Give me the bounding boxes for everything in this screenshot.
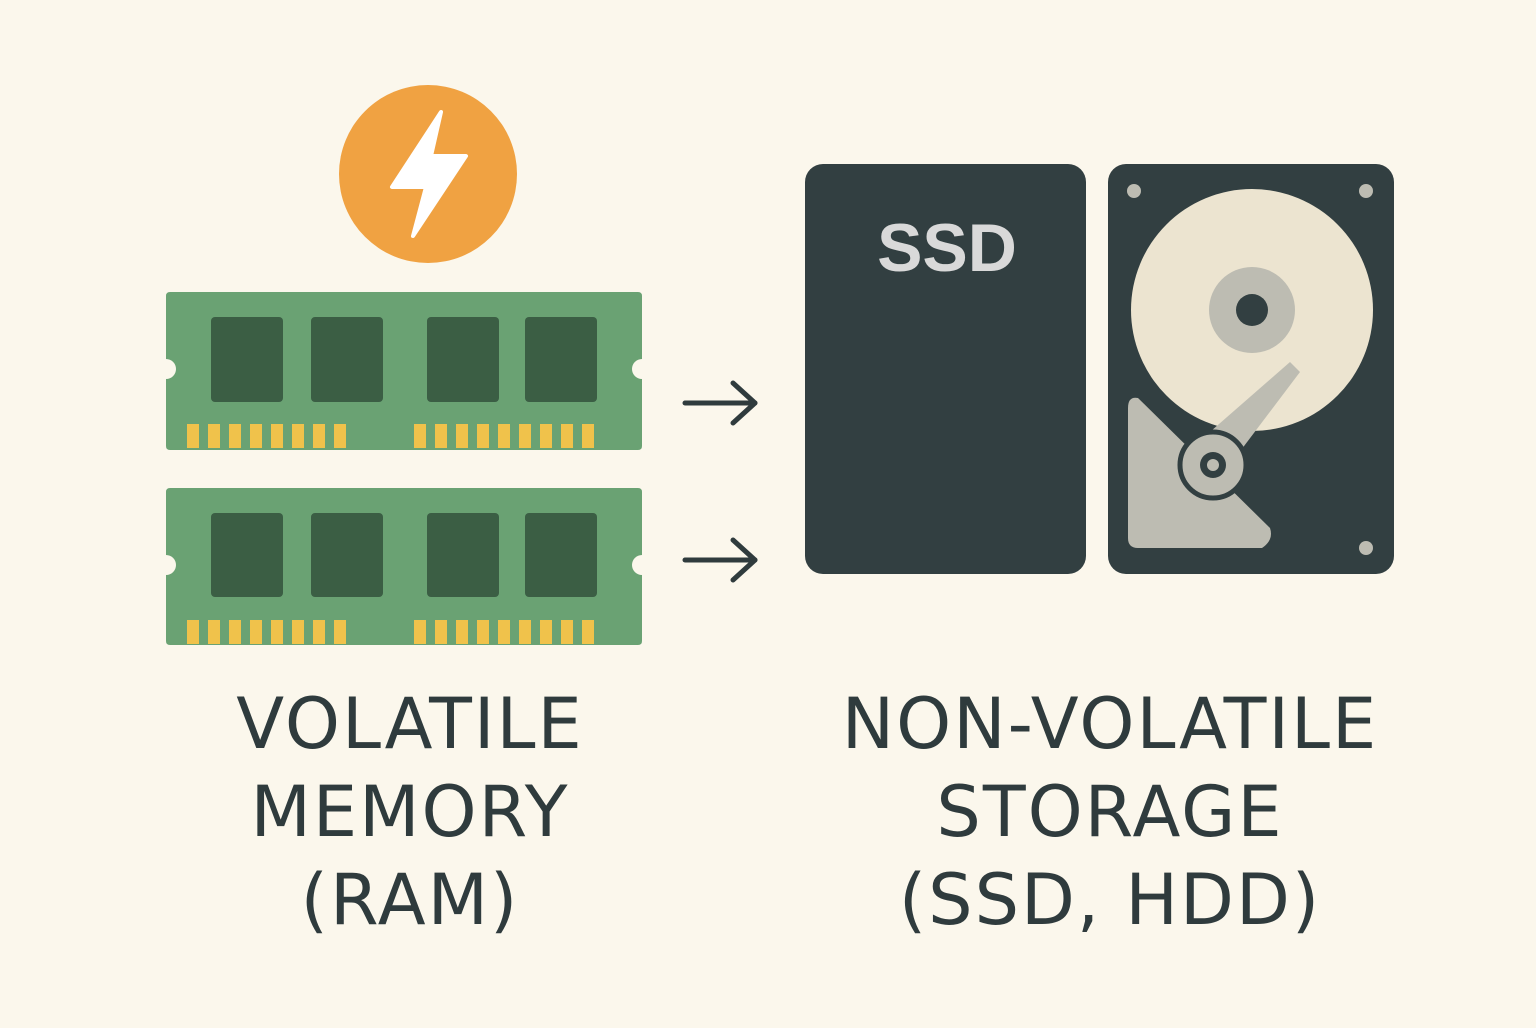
ram-contact-pin [477, 424, 489, 448]
ram-contact-pin [498, 424, 510, 448]
lightning-bolt-shape [390, 110, 468, 238]
ram-contact-pin [313, 620, 325, 644]
ssd-label: SSD [877, 210, 1017, 286]
ram-board [166, 488, 642, 645]
ram-contact-pin [271, 620, 283, 644]
ram-contact-pin [582, 424, 594, 448]
ram-contact-pin [519, 424, 531, 448]
ram-contacts [187, 620, 594, 644]
right-label-line1: NON-VOLATILE [841, 683, 1379, 765]
ssd-drive-icon: SSD [805, 164, 1086, 574]
ram-contact-pin [313, 424, 325, 448]
ram-contact-pin [435, 620, 447, 644]
ssd-body [805, 164, 1086, 574]
ram-contact-pin [456, 620, 468, 644]
ram-contact-pin [334, 424, 346, 448]
hdd-arm-pivot-dot [1207, 459, 1219, 471]
ram-chip [525, 317, 597, 402]
ram-chip [311, 317, 383, 402]
lightning-bolt-icon [339, 85, 517, 263]
ram-contact-pin [271, 424, 283, 448]
left-label-line2: MEMORY [250, 771, 570, 853]
ram-contact-pin [435, 424, 447, 448]
ram-contact-pin [414, 424, 426, 448]
hdd-spindle [1236, 294, 1268, 326]
screw-icon [1359, 541, 1373, 555]
ram-chip [211, 317, 283, 402]
right-label-line2: STORAGE [936, 771, 1284, 853]
screw-icon [1127, 184, 1141, 198]
ram-chip [211, 513, 283, 597]
ram-chip [427, 513, 499, 597]
ram-contact-pin [498, 620, 510, 644]
ram-contact-pin [540, 620, 552, 644]
ram-contact-pin [208, 620, 220, 644]
left-label-line1: VOLATILE [236, 683, 584, 765]
ram-contact-pin [582, 620, 594, 644]
ram-contact-pin [519, 620, 531, 644]
screw-icon [1359, 184, 1373, 198]
ram-contact-pin [229, 424, 241, 448]
right-arrow-icon [682, 537, 758, 583]
ram-contact-pin [250, 424, 262, 448]
ram-contact-pin [187, 424, 199, 448]
ram-contact-pin [561, 424, 573, 448]
ram-contact-pin [292, 424, 304, 448]
ram-chip [311, 513, 383, 597]
right-label-line3: (SSD, HDD) [898, 859, 1322, 941]
ram-contact-pin [477, 620, 489, 644]
ram-board [166, 292, 642, 450]
ram-contact-pin [456, 424, 468, 448]
ram-module-icon [166, 488, 642, 645]
ram-chip [525, 513, 597, 597]
volatile-memory-label: VOLATILE MEMORY (RAM) [160, 680, 660, 944]
ram-contacts [187, 424, 594, 448]
ram-contact-pin [540, 424, 552, 448]
non-volatile-storage-label: NON-VOLATILE STORAGE (SSD, HDD) [800, 680, 1420, 944]
ram-contact-pin [229, 620, 241, 644]
ram-module-icon [166, 292, 642, 450]
ram-contact-pin [292, 620, 304, 644]
ram-contact-pin [334, 620, 346, 644]
ram-contact-pin [187, 620, 199, 644]
ram-chip [427, 317, 499, 402]
ram-contact-pin [414, 620, 426, 644]
hard-disk-drive-icon [1108, 164, 1394, 574]
left-label-line3: (RAM) [300, 859, 520, 941]
right-arrow-icon [682, 380, 758, 426]
ram-contact-pin [561, 620, 573, 644]
ram-contact-pin [250, 620, 262, 644]
ram-contact-pin [208, 424, 220, 448]
